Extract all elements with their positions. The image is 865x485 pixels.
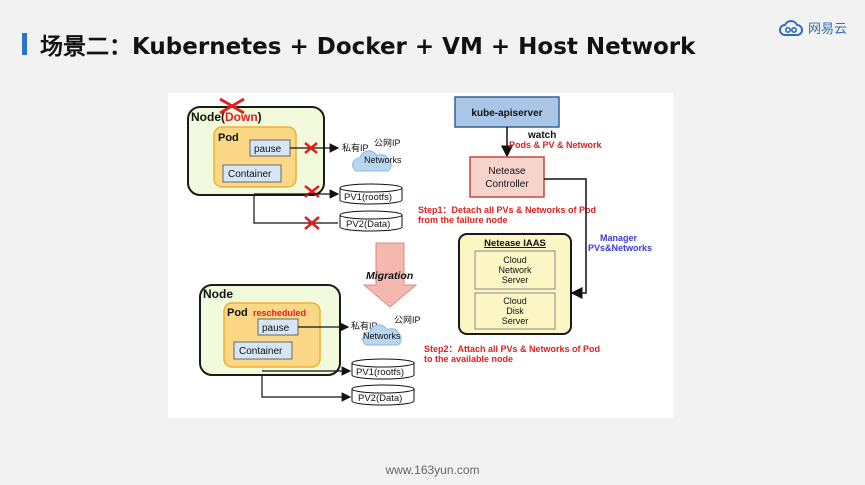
container1-box [222, 164, 282, 183]
pause1-label: pause [254, 144, 282, 155]
title-accent-bar [22, 33, 27, 55]
slide-title: 场景二：Kubernetes + Docker + VM + Host Netw… [40, 34, 696, 60]
cloud-logo-icon [779, 19, 803, 36]
apiserver-label: kube-apiserver [471, 108, 542, 119]
cds-line3: Server [502, 316, 529, 326]
logo-text: 网易云 [807, 22, 847, 37]
migration-label: Migration [366, 270, 413, 282]
footer-url: www.163yun.com [385, 463, 480, 477]
cloud-disk-server-box [474, 292, 556, 330]
cloud2-icon [362, 324, 402, 346]
pod1-label: Pod [218, 132, 239, 144]
node2-pv-link [261, 375, 352, 402]
pv1b-cylinder: PV1(rootfs) [351, 358, 415, 380]
manager-line1: Manager [600, 233, 638, 243]
cns-line2: Network [498, 265, 532, 275]
cds-line1: Cloud [503, 296, 527, 306]
cloud-network-server-box [474, 250, 556, 290]
diagram-panel: Node(Down) Pod pause Container 私有IP 公网IP… [168, 93, 673, 418]
step2-line2: to the available node [424, 354, 513, 364]
network1-detach-x-icon [304, 142, 318, 154]
migration-diagram: Node(Down) Pod pause Container 私有IP 公网IP… [187, 96, 652, 406]
pv2-cylinder: PV2(Data) [339, 210, 403, 232]
pv1-detach-x-icon [304, 185, 320, 198]
migration-arrow [362, 242, 418, 308]
cds-line2: Disk [506, 306, 524, 316]
public-ip1: 公网IP [374, 138, 401, 148]
watch-label: watch [527, 130, 556, 141]
networks1-label: Networks [364, 155, 402, 165]
container2-label: Container [239, 346, 283, 357]
step1-line2: from the failure node [418, 215, 508, 225]
private-ip1: 私有IP [342, 142, 369, 153]
node1-label: Node(Down) [191, 110, 262, 124]
cns-line3: Server [502, 275, 529, 285]
iaas-title: Netease IAAS [484, 238, 546, 249]
manager-link [544, 178, 587, 299]
pv1b-label: PV1(rootfs) [356, 367, 404, 378]
pv2-label: PV2(Data) [346, 219, 390, 230]
pod2-label: Pod [227, 307, 248, 319]
pv2-detach-x-icon [304, 216, 320, 230]
cns-line1: Cloud [503, 255, 527, 265]
pv1-cylinder: PV1(rootfs) [339, 183, 403, 205]
node1-down-x-icon [219, 97, 245, 115]
private-ip2: 私有IP [351, 320, 378, 331]
controller-box [469, 156, 545, 198]
apiserver-box [454, 96, 560, 128]
pv1-label: PV1(rootfs) [344, 192, 392, 203]
pv2b-label: PV2(Data) [358, 393, 402, 404]
step1-line1: Step1：Detach all PVs & Networks of Pod [418, 205, 596, 215]
controller-line2: Controller [485, 179, 529, 190]
cloud1-icon [352, 150, 392, 172]
watch-detail: Pods & PV & Network [509, 140, 603, 150]
rescheduled-label: rescheduled [253, 308, 306, 318]
brand-logo: 网易云 [778, 18, 847, 37]
manager-line2: PVs&Networks [588, 243, 652, 253]
controller-line1: Netease [488, 166, 526, 177]
pause2-label: pause [262, 323, 290, 334]
node1-pv-link [253, 195, 338, 224]
public-ip2: 公网IP [394, 315, 421, 325]
step2-line1: Step2：Attach all PVs & Networks of Pod [424, 344, 600, 354]
node2-label: Node [203, 287, 233, 301]
networks2-label: Networks [363, 331, 401, 341]
pv2b-cylinder: PV2(Data) [351, 384, 415, 406]
container2-box [233, 341, 293, 360]
container1-label: Container [228, 169, 272, 180]
